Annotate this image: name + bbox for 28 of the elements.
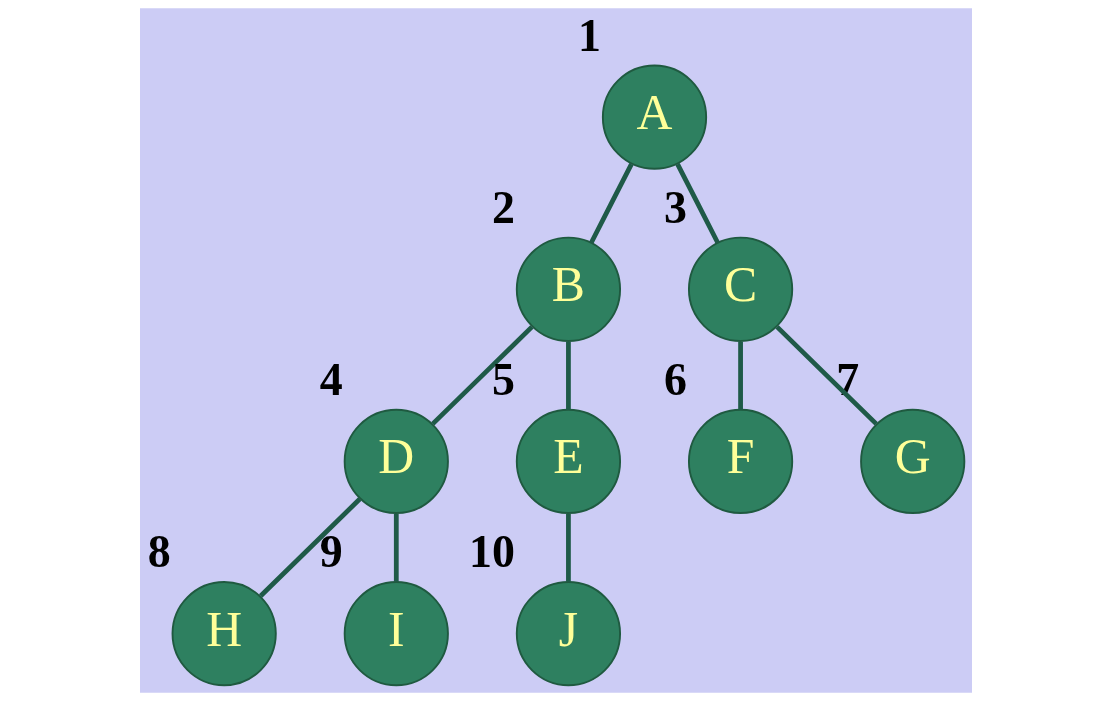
connector: [774, 325, 878, 426]
node-circle: I: [343, 580, 449, 687]
node-label: 2: [491, 181, 515, 233]
node-circle: H: [171, 580, 277, 687]
connector: [565, 513, 571, 582]
connector: [737, 341, 743, 410]
connector: [430, 325, 534, 426]
connector: [258, 497, 361, 598]
node-label: 8: [147, 526, 171, 578]
node-circle: J: [515, 580, 621, 687]
node-label: 4: [319, 353, 343, 405]
node-label: 10: [468, 526, 515, 578]
connector: [674, 163, 720, 244]
node-label: 6: [663, 353, 687, 405]
node-circle: A: [601, 64, 707, 170]
connector: [565, 341, 571, 410]
node-circle: C: [687, 236, 793, 342]
node-circle: B: [515, 236, 621, 342]
node-circle: F: [687, 408, 793, 515]
node-label: 9: [319, 526, 343, 578]
connector: [393, 513, 399, 582]
node-circle: E: [515, 408, 621, 515]
node-circle: D: [343, 408, 449, 515]
node-label: 1: [577, 9, 601, 61]
connector: [588, 163, 634, 244]
node-label: 3: [663, 181, 687, 233]
node-circle: G: [859, 408, 965, 515]
node-label: 5: [491, 353, 515, 405]
